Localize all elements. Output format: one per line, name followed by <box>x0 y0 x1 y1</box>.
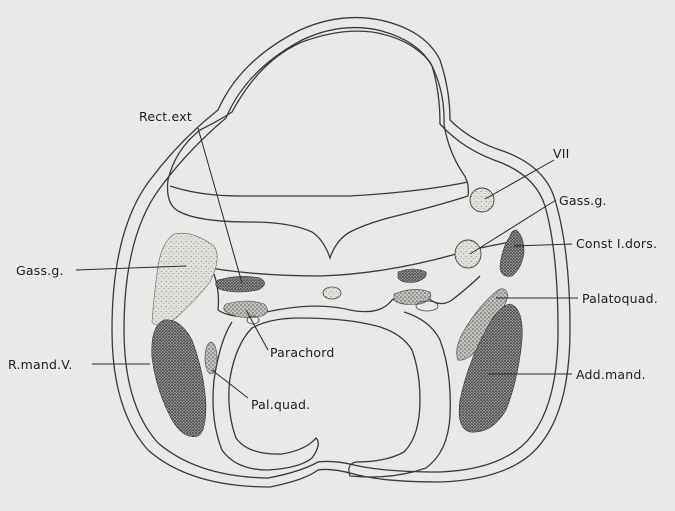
label-rect-ext: Rect.ext <box>139 109 192 124</box>
notochord <box>323 287 341 299</box>
label-palatoquad: Palatoquad. <box>582 291 658 306</box>
label-r-mand-v: R.mand.V. <box>8 357 73 372</box>
label-gass-g-right: Gass.g. <box>559 193 607 208</box>
label-gass-g-left: Gass.g. <box>16 263 64 278</box>
gasserian-ganglion-right <box>455 240 481 268</box>
rectus-externus <box>216 276 265 292</box>
label-parachord: Parachord <box>270 345 335 360</box>
facial-nerve-vii <box>470 188 494 212</box>
palatoquadrate-left <box>205 342 217 374</box>
label-vii: VII <box>553 146 570 161</box>
label-add-mand: Add.mand. <box>576 367 646 382</box>
label-pal-quad: Pal.quad. <box>251 397 310 412</box>
label-const-i-dors: Const I.dors. <box>576 236 657 251</box>
